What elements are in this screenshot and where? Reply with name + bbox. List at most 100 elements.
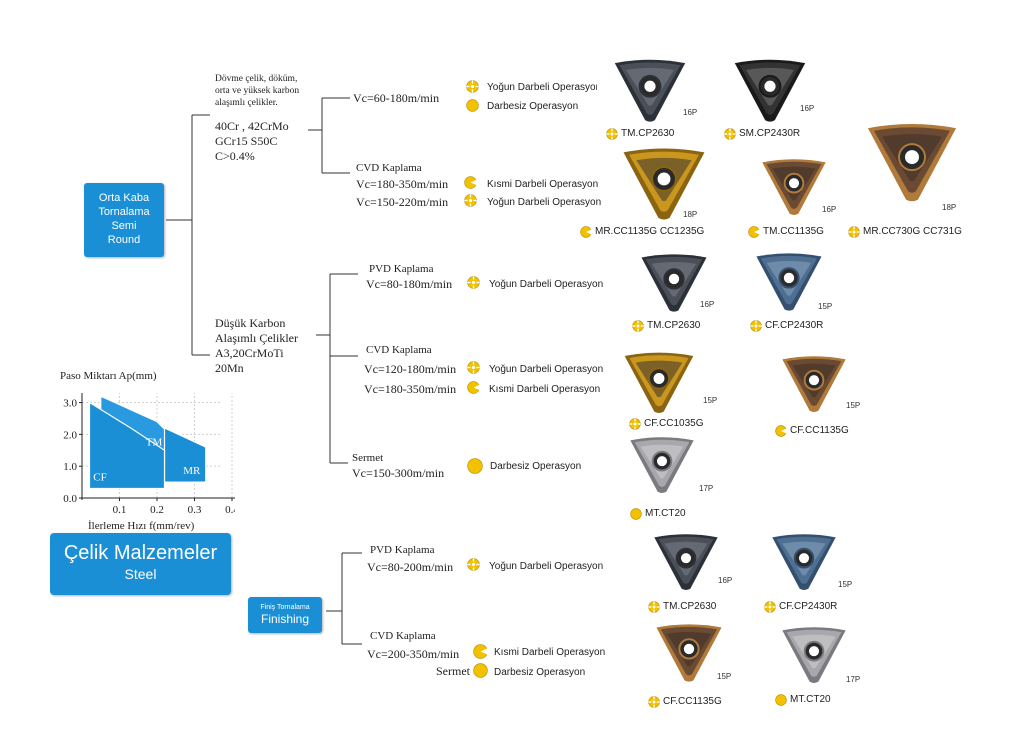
semi-line-4: Round xyxy=(107,234,141,246)
heavy-impact-icon xyxy=(466,80,479,93)
insert-image xyxy=(752,249,826,317)
r4-vc2: Vc=180-350m/min xyxy=(364,382,457,396)
partial-impact-icon xyxy=(775,424,788,437)
insert-image xyxy=(610,55,690,128)
no-impact-icon xyxy=(473,663,488,678)
insert-p-count: 16P xyxy=(822,205,837,214)
heavy-impact-icon xyxy=(467,558,480,571)
insert-image xyxy=(652,620,726,688)
r5-title: Sermet xyxy=(352,452,384,464)
insert-p-count: 16P xyxy=(718,576,733,585)
insert-code: CF.CP2430R xyxy=(779,601,838,612)
r1-op1: Yoğun Darbeli Operasyon xyxy=(487,82,597,93)
r7-op1: Kısmi Darbeli Operasyon xyxy=(494,647,606,658)
semi-line-3: Semi xyxy=(111,220,137,232)
r4-vc1: Vc=120-180m/min xyxy=(364,362,457,376)
insert-p-count: 17P xyxy=(846,675,861,684)
insert-p-count: 15P xyxy=(818,302,833,311)
steel-title: Çelik Malzemeler xyxy=(63,542,218,564)
insert-code: CF.CP2430R xyxy=(765,320,824,331)
insert-image xyxy=(620,348,698,419)
finishing-main: Finishing xyxy=(260,612,310,626)
material-group-2: Düşük Karbon Alaşımlı Çelikler A3,20CrMo… xyxy=(215,316,298,375)
insert-code: SM.CP2430R xyxy=(739,128,801,139)
no-impact-icon xyxy=(775,693,788,706)
insert-p-count: 15P xyxy=(846,401,861,410)
r2-op2: Yoğun Darbeli Operasyon xyxy=(487,197,602,208)
semi-line-1: Orta Kaba xyxy=(98,192,150,204)
insert-p-count: 15P xyxy=(838,580,853,589)
insert-p-count: 18P xyxy=(683,210,698,219)
chart-region-mr xyxy=(163,427,207,483)
chart-x-tick-label: 0.1 xyxy=(113,504,127,516)
insert-code: TM.CC1135G xyxy=(763,226,824,237)
r7-vc: Vc=200-350m/min xyxy=(367,647,460,661)
heavy-impact-icon xyxy=(764,600,777,613)
insert-p-count: 17P xyxy=(699,484,714,493)
chart-region-label: MR xyxy=(183,465,201,477)
r6-op: Yoğun Darbeli Operasyon xyxy=(489,561,604,572)
r2-title: CVD Kaplama xyxy=(356,162,422,174)
insert-code: MT.CT20 xyxy=(645,508,686,519)
insert-p-count: 15P xyxy=(717,672,732,681)
insert-code: MR.CC1135G CC1235G xyxy=(595,226,705,237)
insert-p-count: 16P xyxy=(683,108,698,117)
heavy-impact-icon xyxy=(848,225,861,238)
material-group-1: Dövme çelik, döküm, orta ve yüksek karbo… xyxy=(215,74,300,108)
material-grades-1: 40Cr , 42CrMo GCr15 S50C C>0.4% xyxy=(215,119,289,163)
r2-vc2: Vc=150-220m/min xyxy=(356,195,449,209)
heavy-impact-icon xyxy=(724,127,737,140)
chart-x-tick-label: 0.3 xyxy=(188,504,202,516)
chart-x-tick-label: 0.4 xyxy=(225,504,235,516)
r3-vc: Vc=80-180m/min xyxy=(366,277,453,291)
insert-p-count: 18P xyxy=(942,203,957,212)
r7-op2: Darbesiz Operasyon xyxy=(494,667,586,678)
no-impact-icon xyxy=(467,458,483,474)
r2-vc1: Vc=180-350m/min xyxy=(356,177,449,191)
partial-impact-icon xyxy=(467,381,480,394)
r1-op2: Darbesiz Operasyon xyxy=(487,101,579,112)
partial-impact-icon xyxy=(580,225,593,238)
heavy-impact-icon xyxy=(467,276,480,289)
r4-op2: Kısmi Darbeli Operasyon xyxy=(489,384,601,395)
no-impact-icon xyxy=(466,99,479,112)
steel-box: Çelik Malzemeler Steel xyxy=(50,533,231,595)
chart-region-cf xyxy=(88,401,166,490)
chart-y-tick-label: 0.0 xyxy=(63,493,77,505)
r6-title: PVD Kaplama xyxy=(370,544,435,556)
heavy-impact-icon xyxy=(750,319,763,332)
heavy-impact-icon xyxy=(629,417,642,430)
heavy-impact-icon xyxy=(632,319,645,332)
insert-p-count: 15P xyxy=(703,396,718,405)
insert-code: TM.CP2630 xyxy=(621,128,675,139)
r7-title: CVD Kaplama xyxy=(370,630,436,642)
partial-impact-icon xyxy=(464,176,477,189)
insert-code: CF.CC1135G xyxy=(663,696,722,707)
r7-op2-prefix: Sermet xyxy=(436,664,470,678)
partial-impact-icon xyxy=(748,225,761,238)
heavy-impact-icon xyxy=(606,127,619,140)
insert-image xyxy=(618,143,710,226)
partial-impact-icon xyxy=(473,644,488,659)
heavy-impact-icon xyxy=(648,695,661,708)
steel-sub: Steel xyxy=(124,566,157,582)
insert-p-count: 16P xyxy=(700,300,715,309)
finishing-box: Finiş Tornalama Finishing xyxy=(248,597,322,633)
chart-region-label: TM xyxy=(146,437,163,449)
insert-code: TM.CP2630 xyxy=(663,601,717,612)
insert-image xyxy=(626,433,698,499)
insert-image xyxy=(778,352,850,418)
insert-code: CF.CC1035G xyxy=(644,418,704,429)
r1-vc: Vc=60-180m/min xyxy=(353,91,440,105)
heavy-impact-icon xyxy=(648,600,661,613)
insert-image xyxy=(730,55,810,128)
r6-vc: Vc=80-200m/min xyxy=(367,560,454,574)
insert-image xyxy=(778,623,850,689)
heavy-impact-icon xyxy=(464,194,477,207)
insert-code: CF.CC1135G xyxy=(790,425,849,436)
chart-y-tick-label: 3.0 xyxy=(63,398,77,410)
chart-region-label: CF xyxy=(93,472,106,484)
insert-code: MR.CC730G CC731G xyxy=(863,226,962,237)
